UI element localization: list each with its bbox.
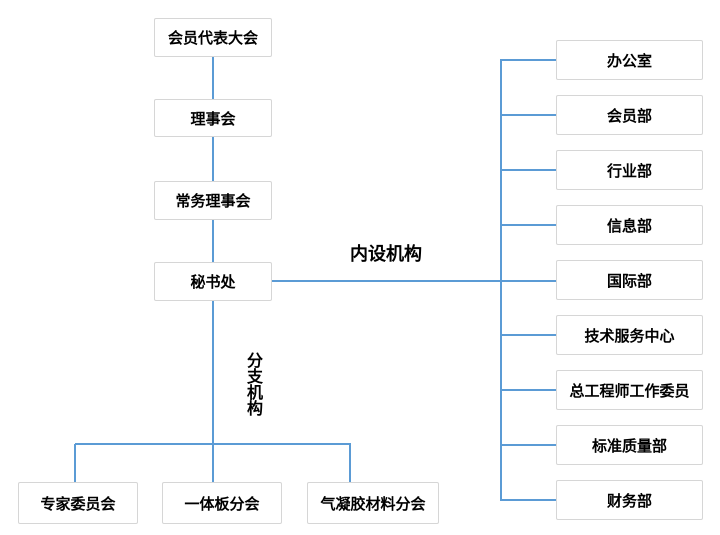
- connector-dept-industry: [500, 169, 556, 171]
- connector-dept-membership: [500, 114, 556, 116]
- dept-box-tech-service: 技术服务中心: [556, 315, 703, 355]
- connector-branch-expert: [74, 444, 76, 482]
- connector-dept-standards: [500, 444, 556, 446]
- box-label: 技术服务中心: [584, 327, 675, 345]
- box-label: 国际部: [606, 272, 652, 290]
- connector-dept-information: [500, 224, 556, 226]
- dept-box-office: 办公室: [556, 40, 703, 80]
- box-label: 会员代表大会: [167, 30, 258, 47]
- box-label: 秘书处: [190, 274, 236, 291]
- internal-spine-line: [500, 59, 502, 500]
- box-label: 气凝胶材料分会: [320, 495, 426, 513]
- box-label: 信息部: [606, 217, 652, 235]
- dept-box-membership: 会员部: [556, 95, 703, 135]
- branch-orgs-label: 分支机构: [244, 352, 261, 416]
- box-label: 一体板分会: [184, 495, 260, 513]
- connector-dept-finance: [500, 499, 556, 501]
- box-label: 标准质量部: [591, 437, 667, 455]
- connector-council-standing: [212, 137, 214, 181]
- connector-dept-chief-engineer: [500, 389, 556, 391]
- branch-box-integrated-panel: 一体板分会: [162, 482, 282, 524]
- dept-box-international: 国际部: [556, 260, 703, 300]
- box-label: 行业部: [606, 162, 652, 180]
- dept-box-industry: 行业部: [556, 150, 703, 190]
- branch-crossbar-line: [75, 443, 351, 445]
- connector-standing-secretariat: [212, 220, 214, 262]
- branch-box-aerogel: 气凝胶材料分会: [307, 482, 439, 524]
- box-label: 财务部: [606, 492, 652, 510]
- box-label: 办公室: [606, 52, 652, 70]
- internal-orgs-label: 内设机构: [350, 244, 422, 264]
- box-label: 会员部: [606, 107, 652, 125]
- connector-congress-council: [212, 57, 214, 99]
- box-label: 专家委员会: [40, 495, 116, 513]
- connector-branch-aerogel: [349, 444, 351, 482]
- connector-secretariat-branches: [212, 300, 214, 482]
- box-standing-council: 常务理事会: [154, 181, 272, 220]
- dept-box-chief-engineer: 总工程师工作委员: [556, 370, 703, 410]
- connector-dept-office: [500, 59, 556, 61]
- dept-box-standards: 标准质量部: [556, 425, 703, 465]
- box-secretariat: 秘书处: [154, 262, 272, 301]
- branch-box-expert-committee: 专家委员会: [18, 482, 138, 524]
- connector-dept-tech-service: [500, 334, 556, 336]
- box-label: 总工程师工作委员: [569, 382, 690, 400]
- box-council: 理事会: [154, 99, 272, 137]
- dept-box-information: 信息部: [556, 205, 703, 245]
- box-label: 常务理事会: [175, 193, 251, 210]
- box-label: 理事会: [190, 110, 236, 128]
- connector-secretariat-internal: [272, 280, 556, 282]
- dept-box-finance: 财务部: [556, 480, 703, 520]
- box-member-congress: 会员代表大会: [154, 18, 272, 57]
